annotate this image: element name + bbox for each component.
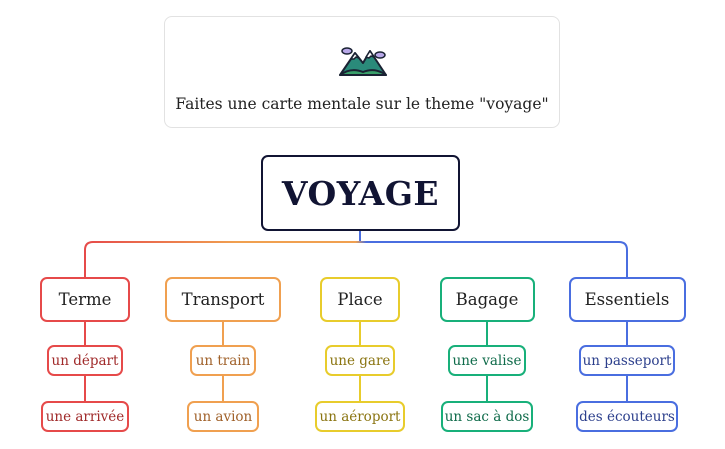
leaf-node[interactable]: une arrivée (41, 401, 129, 432)
prompt-text: Faites une carte mentale sur le theme "v… (175, 95, 549, 113)
branch-node-bagage[interactable]: Bagage (439, 277, 535, 322)
leaf-node[interactable]: des écouteurs (576, 401, 678, 432)
branch-node-terme[interactable]: Terme (40, 277, 130, 322)
leaf-node[interactable]: un avion (187, 401, 259, 432)
leaf-node[interactable]: une valise (448, 345, 526, 376)
branch-node-transport[interactable]: Transport (165, 277, 281, 322)
root-node-voyage[interactable]: VOYAGE (261, 155, 460, 231)
leaf-node[interactable]: un départ (47, 345, 123, 376)
leaf-node[interactable]: un passeport (579, 345, 675, 376)
leaf-node[interactable]: un sac à dos (441, 401, 533, 432)
leaf-node[interactable]: un aéroport (315, 401, 405, 432)
leaf-node[interactable]: un train (190, 345, 256, 376)
mountain-landscape-icon (339, 47, 387, 76)
branch-node-place[interactable]: Place (320, 277, 400, 322)
prompt-card: Faites une carte mentale sur le theme "v… (164, 16, 560, 128)
leaf-node[interactable]: une gare (325, 345, 395, 376)
branch-node-essentiels[interactable]: Essentiels (568, 277, 686, 322)
